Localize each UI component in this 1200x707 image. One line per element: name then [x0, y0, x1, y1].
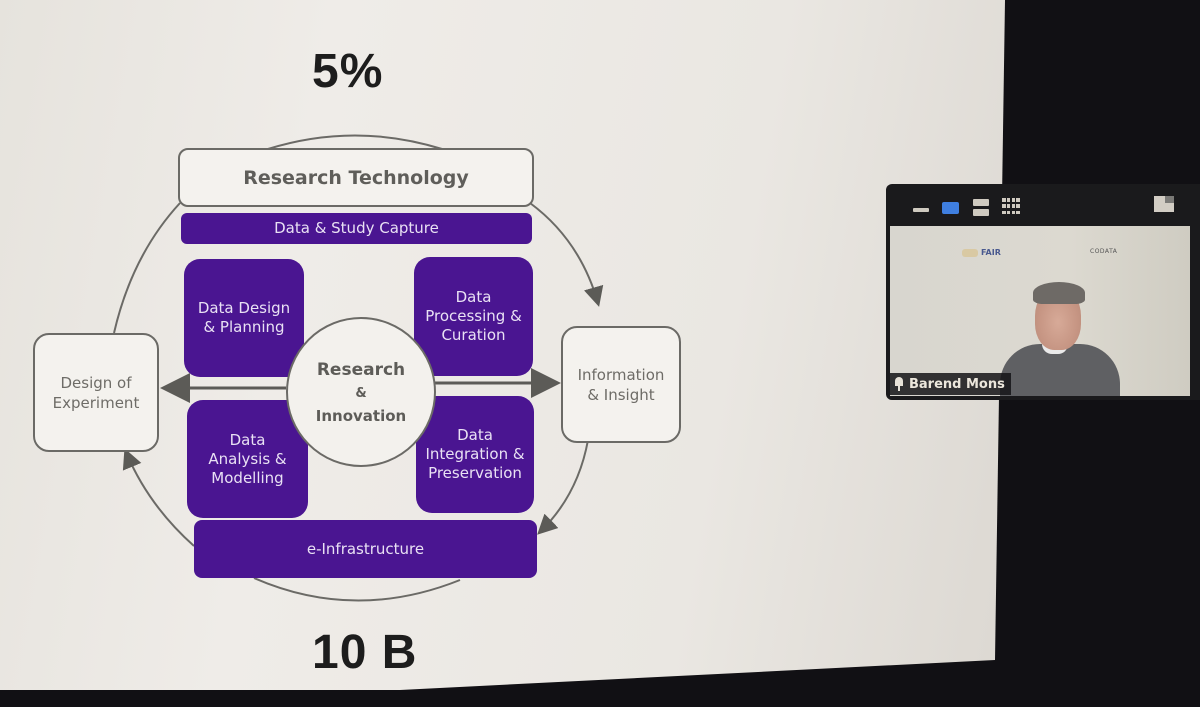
participant-name-tag: Barend Mons	[890, 373, 1011, 395]
video-toolbar	[886, 184, 1200, 224]
bl-line-1: Data	[229, 430, 266, 449]
video-panel[interactable]: FAIR CODATA Barend Mons	[886, 184, 1200, 400]
bl-line-2: Analysis &	[208, 449, 287, 468]
data-integration-preservation-box: Data Integration & Preservation	[416, 396, 534, 513]
data-design-planning-box: Data Design & Planning	[184, 259, 304, 377]
film-strip-icon[interactable]	[973, 199, 989, 216]
research-technology-box: Research Technology	[178, 148, 534, 207]
tl-line-2: & Planning	[203, 318, 285, 336]
spotlight-pin-icon	[894, 377, 904, 391]
center-line-3: Innovation	[315, 406, 407, 425]
tr-line-2: Processing &	[425, 307, 522, 325]
data-analysis-modelling-box: Data Analysis & Modelling	[187, 400, 308, 518]
information-insight-box: Information & Insight	[561, 326, 681, 443]
data-processing-curation-box: Data Processing & Curation	[414, 257, 533, 376]
participant-hair	[1033, 282, 1085, 304]
research-technology-label: Research Technology	[243, 166, 469, 189]
bottom-figure: 10 B	[312, 626, 418, 679]
center-line-2: &	[355, 385, 367, 401]
tr-line-3: Curation	[441, 326, 506, 344]
tl-line-1: Data Design	[197, 299, 291, 317]
gallery-view-icon[interactable]	[1002, 198, 1020, 216]
br-line-2: Integration &	[425, 445, 525, 463]
design-of-experiment-box: Design of Experiment	[33, 333, 159, 452]
top-figure: 5%	[312, 45, 384, 98]
data-study-capture-label: Data & Study Capture	[274, 219, 439, 237]
research-innovation-circle: Research & Innovation	[286, 317, 436, 467]
e-infrastructure-bar: e-Infrastructure	[194, 520, 537, 578]
shared-slide: 5% Research Technology Data & Study Capt…	[0, 0, 1005, 690]
codata-logo: CODATA	[1090, 248, 1118, 255]
doe-line-2: Experiment	[52, 393, 140, 412]
participant-video[interactable]: FAIR CODATA Barend Mons	[890, 226, 1190, 396]
exit-minimize-icon[interactable]	[1154, 196, 1174, 212]
e-infrastructure-label: e-Infrastructure	[306, 539, 425, 558]
cycle-arrows	[113, 134, 604, 602]
data-study-capture-bar: Data & Study Capture	[181, 213, 532, 244]
doe-line-1: Design of	[60, 373, 132, 392]
minimize-icon[interactable]	[913, 208, 929, 212]
ii-line-1: Information	[577, 365, 665, 384]
participant-name: Barend Mons	[909, 376, 1005, 392]
br-line-3: Preservation	[428, 464, 522, 482]
br-line-1: Data	[457, 426, 493, 444]
bl-line-3: Modelling	[211, 468, 284, 487]
fair-logo: FAIR	[962, 248, 1001, 257]
tr-line-1: Data	[455, 288, 492, 306]
ii-line-2: & Insight	[587, 385, 655, 404]
center-line-1: Research	[316, 359, 406, 380]
speaker-view-icon[interactable]	[942, 202, 959, 214]
